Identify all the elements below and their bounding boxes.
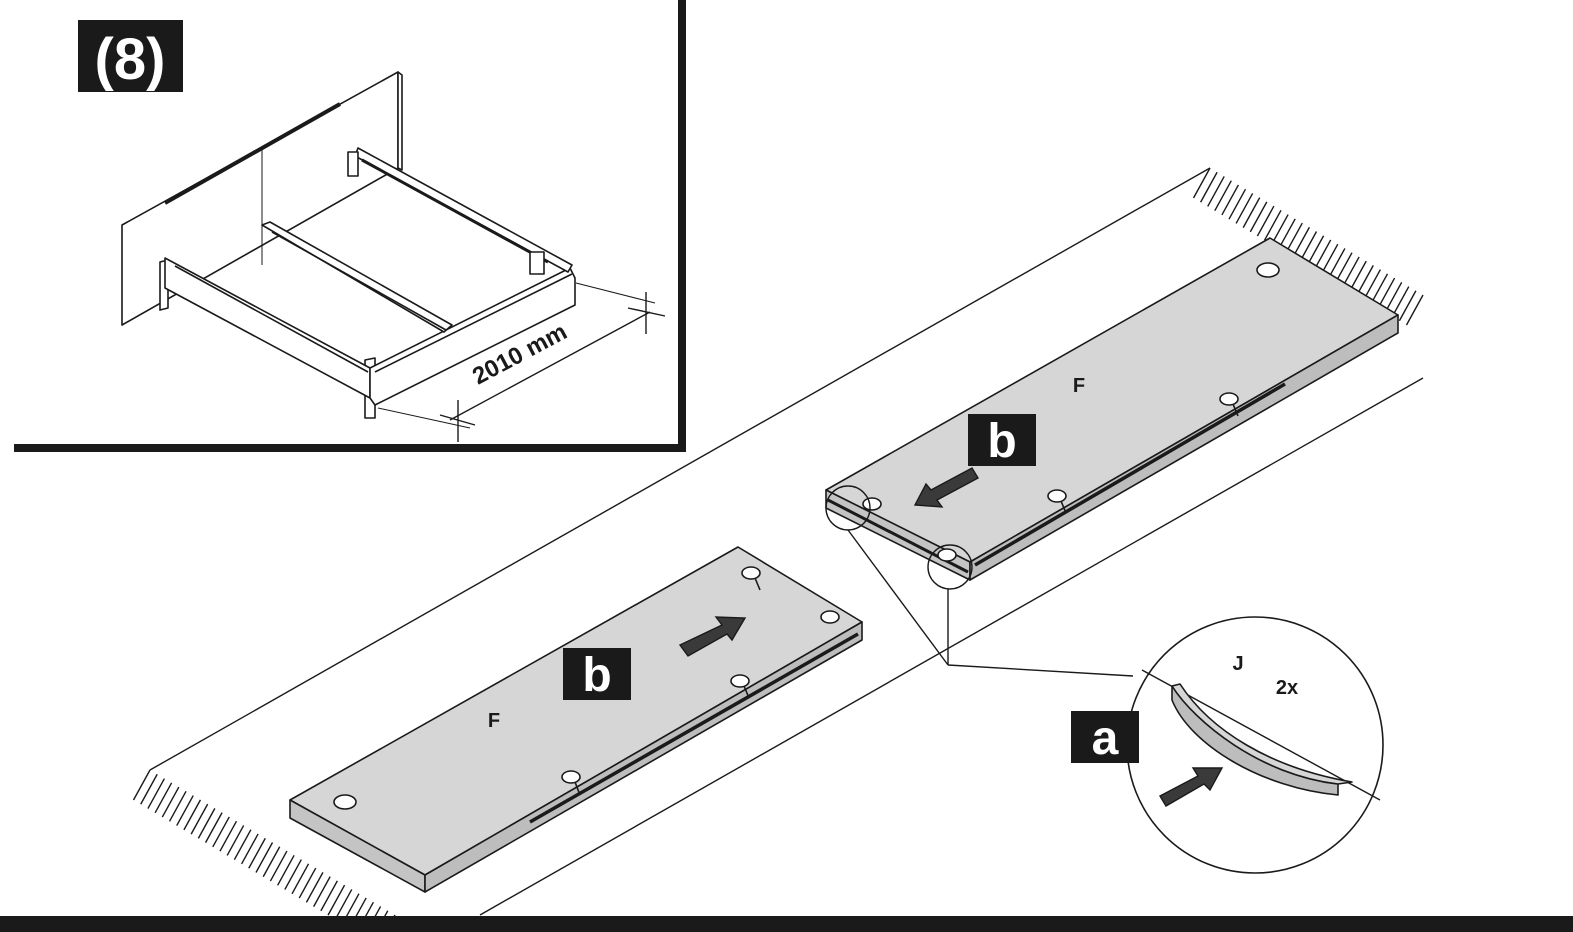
hatch-stroke (1299, 231, 1318, 262)
svg-text:b: b (987, 415, 1016, 468)
hatch-stroke (1256, 205, 1275, 237)
board-left-action-badge: b (563, 648, 631, 702)
hatch-stroke (226, 825, 245, 856)
push-arrow-icon (1159, 767, 1224, 807)
hatch-stroke (1327, 248, 1346, 279)
connector-part-shape (1171, 683, 1353, 796)
hatch-stroke (1341, 256, 1360, 288)
step-number-badge: (8) (78, 20, 183, 92)
hatch-stroke (305, 872, 324, 903)
hatch-stroke (1370, 273, 1389, 305)
hatch-stroke (320, 880, 338, 912)
hatch-stroke (291, 863, 310, 895)
hatch-stroke (1398, 290, 1417, 322)
svg-text:a: a (1092, 712, 1119, 765)
hatch-stroke (1405, 294, 1424, 326)
callout-markers (825, 485, 1134, 677)
hatch-stroke (277, 854, 295, 886)
slide-arrow-icon (913, 467, 979, 508)
hatch-stroke (1235, 193, 1254, 224)
inset-panel: (8) (14, 0, 686, 452)
bottom-border-bar (0, 916, 1573, 932)
hatch-stroke (248, 837, 266, 869)
board-panel-right (825, 237, 1399, 581)
board-panel-left (289, 546, 863, 893)
hatch-stroke (1349, 260, 1367, 292)
hatch-stroke (147, 778, 166, 809)
hatch-stroke (1313, 239, 1332, 271)
hatch-stroke (1391, 286, 1410, 317)
slide-arrow-icon (678, 616, 747, 657)
hatch-stroke (1377, 277, 1396, 309)
hatch-stroke (183, 799, 202, 831)
hatch-stroke (1334, 252, 1353, 284)
hatch-stroke (212, 816, 230, 848)
board-right-part-label: F (1073, 375, 1085, 397)
board-right-action-badge: b (968, 414, 1036, 468)
hatch-stroke (233, 829, 252, 861)
hatch-stroke (1249, 201, 1268, 233)
hatch-stroke (168, 790, 187, 822)
hatch-stroke (140, 773, 158, 805)
detail-action-badge: a (1071, 711, 1139, 765)
hatch-stroke (240, 833, 259, 865)
hatch-stroke (1221, 184, 1240, 216)
hatch-stroke (1278, 218, 1296, 250)
hatch-stroke (313, 876, 331, 907)
hatch-stroke (1292, 226, 1311, 258)
floor-hatch-right (1192, 167, 1424, 326)
detail-magnifier (1126, 616, 1384, 874)
hatch-stroke (1356, 265, 1374, 296)
hatch-stroke (269, 850, 288, 882)
hatch-stroke (1199, 171, 1218, 203)
hatch-stroke (334, 889, 353, 920)
hatch-stroke (1306, 235, 1325, 267)
detail-part-label: J (1232, 653, 1243, 675)
hatch-stroke (1228, 188, 1247, 220)
hatch-stroke (262, 846, 281, 878)
hatch-stroke (161, 786, 180, 818)
svg-text:b: b (582, 649, 611, 702)
hatch-stroke (204, 812, 223, 843)
hatch-stroke (1270, 214, 1289, 245)
hatch-stroke (327, 884, 346, 916)
hatch-stroke (154, 782, 173, 814)
detail-quantity: 2x (1276, 677, 1298, 699)
bed-frame-drawing (121, 71, 666, 442)
hatch-stroke (1263, 209, 1282, 241)
hatch-stroke (284, 859, 302, 890)
floor-area (149, 167, 1424, 916)
hatch-stroke (190, 803, 209, 835)
hatch-stroke (255, 842, 274, 873)
hatch-stroke (1363, 269, 1382, 300)
hatch-stroke (1242, 197, 1261, 228)
hatch-stroke (1207, 176, 1225, 207)
hatch-stroke (219, 820, 238, 852)
hatch-stroke (298, 867, 317, 899)
hatch-stroke (132, 769, 151, 801)
hatch-stroke (1214, 180, 1232, 212)
hatch-stroke (1192, 167, 1211, 199)
hatch-stroke (1320, 243, 1339, 275)
hatch-stroke (1285, 222, 1303, 254)
hatch-stroke (176, 795, 194, 826)
board-left-part-label: F (488, 710, 500, 732)
hatch-stroke (197, 808, 216, 839)
step-number: (8) (95, 27, 166, 92)
hatch-stroke (1384, 281, 1403, 313)
